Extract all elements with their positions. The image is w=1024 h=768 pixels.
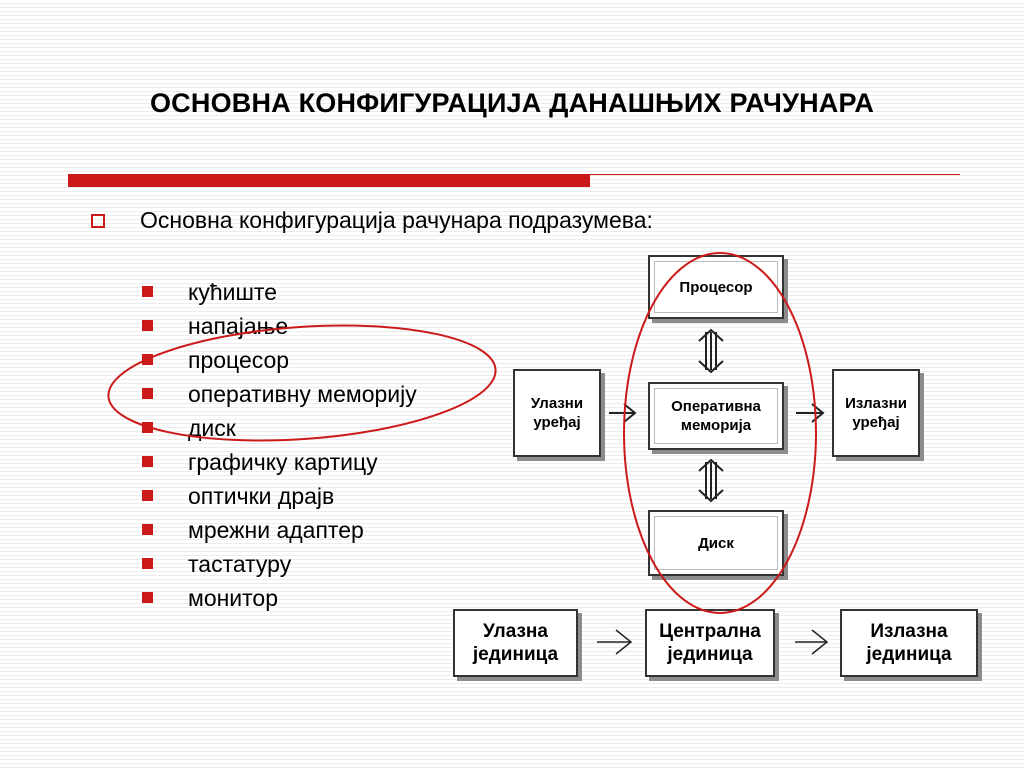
list-item: монитор [142,584,417,618]
square-bullet-icon [142,286,153,297]
square-bullet-icon [142,592,153,603]
input-to-memory-arrow-icon [609,403,637,423]
central-unit-box: Централна јединица [645,609,775,677]
input-to-central-arrow-icon [597,629,633,655]
central-to-output-arrow-icon [795,629,829,655]
lead-text: Основна конфигурација рачунара подразуме… [140,207,653,233]
square-bullet-icon [142,320,153,331]
output-devices-box: Излазни уређај [832,369,920,457]
component-list: кућиште напајање процесор оперативну мем… [142,278,417,618]
list-item-label: оптички драјв [188,483,335,509]
square-bullet-icon [142,422,153,433]
disk-box: Диск [648,510,784,576]
list-item: процесор [142,346,417,380]
list-item-label: процесор [188,347,290,373]
slide-title: ОСНОВНА КОНФИГУРАЦИЈА ДАНАШЊИХ РАЧУНАРА [149,88,875,118]
list-item: диск [142,414,417,448]
output-devices-label: Излазни уређај [845,395,907,431]
list-item: напајање [142,312,417,346]
square-bullet-icon [142,388,153,399]
list-item-label: оперативну меморију [188,381,417,407]
input-unit-label: Улазна јединица [472,621,559,665]
list-item-label: тастатуру [188,551,292,577]
list-item: оптички драјв [142,482,417,516]
list-item: кућиште [142,278,417,312]
processor-box: Процесор [648,255,784,319]
list-item-label: монитор [188,585,279,611]
output-unit-box: Излазна јединица [840,609,978,677]
list-item: тастатуру [142,550,417,584]
list-item-label: кућиште [188,279,277,305]
disk-label: Диск [698,534,734,552]
square-bullet-icon [142,524,153,535]
list-item-label: напајање [188,313,289,339]
input-devices-box: Улазни уређај [513,369,601,457]
list-item-label: мрежни адаптер [188,517,364,543]
list-item-label: диск [188,415,236,441]
memory-disk-double-arrow-icon [698,458,724,503]
square-bullet-icon [142,354,153,365]
square-bullet-icon [142,558,153,569]
input-unit-box: Улазна јединица [453,609,578,677]
list-item: оперативну меморију [142,380,417,414]
memory-label: Оперативна меморија [671,398,761,434]
title-rule-thin [590,174,960,175]
list-item: мрежни адаптер [142,516,417,550]
output-unit-label: Излазна јединица [866,621,952,665]
memory-to-output-arrow-icon [796,403,825,423]
memory-box: Оперативна меморија [648,382,784,450]
processor-label: Процесор [679,278,753,296]
input-devices-label: Улазни уређај [530,395,584,431]
processor-memory-double-arrow-icon [698,328,724,374]
square-bullet-icon [142,490,153,501]
central-unit-label: Централна јединица [659,621,761,665]
list-item-label: графичку картицу [188,449,378,475]
square-bullet-icon [142,456,153,467]
hollow-square-bullet-icon [91,214,105,228]
list-item: графичку картицу [142,448,417,482]
title-rule-red [68,174,590,187]
